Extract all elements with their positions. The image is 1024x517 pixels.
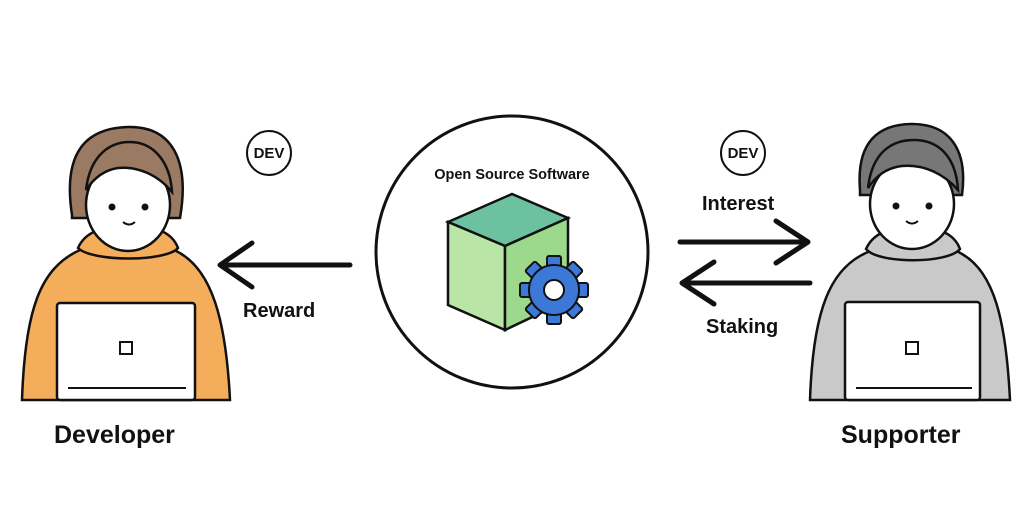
supporter-figure — [808, 122, 1012, 402]
developer-dev-coin: DEV — [246, 130, 292, 176]
supporter-dev-coin: DEV — [720, 130, 766, 176]
supporter-label: Supporter — [841, 421, 961, 449]
interest-label: Interest — [702, 193, 775, 215]
staking-label: Staking — [706, 316, 779, 338]
cube-with-gear-icon — [444, 192, 589, 332]
reward-arrow — [217, 240, 353, 290]
staking-arrow — [679, 259, 813, 307]
developer-laptop — [55, 301, 197, 402]
developer-figure — [20, 125, 232, 402]
gear-icon — [519, 255, 589, 325]
center-title: Open Source Software — [434, 167, 590, 183]
developer-label: Developer — [54, 421, 175, 449]
reward-label: Reward — [243, 300, 316, 322]
interest-arrow — [677, 218, 811, 266]
supporter-laptop — [843, 300, 982, 402]
